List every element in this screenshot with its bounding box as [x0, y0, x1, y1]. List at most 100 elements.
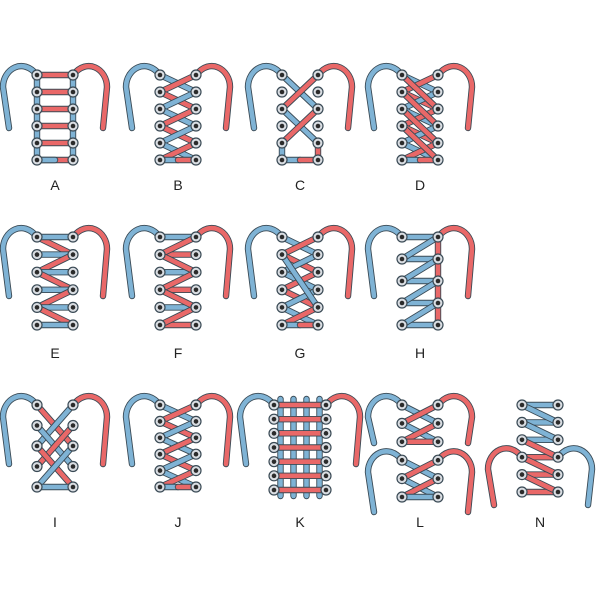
lace-cross-b — [279, 287, 321, 310]
eyelet-hole-right-2 — [555, 437, 561, 443]
eyelet-hole-left-2 — [279, 269, 285, 275]
eyelet-hole-left-5 — [279, 322, 285, 328]
lace-cross-b — [157, 106, 199, 129]
lacing-method-f: F — [122, 224, 234, 361]
lace-cross-b — [157, 419, 199, 441]
eyelet-hole-right-1 — [315, 252, 321, 257]
lacing-method-i: I — [0, 392, 111, 530]
method-label: L — [416, 514, 424, 530]
eyelet-hole-right-3 — [555, 454, 561, 460]
eyelet-hole-left-4 — [157, 140, 163, 146]
lace-end-left — [0, 63, 40, 131]
eyelet-hole-left-0 — [519, 402, 525, 408]
eyelet-hole-left-5 — [34, 322, 40, 328]
lacing-method-j: J — [122, 392, 234, 530]
eyelet-hole-right-5 — [323, 473, 329, 479]
lace-end-left — [0, 225, 40, 299]
lace-end-right — [193, 63, 233, 131]
eyelet-hole-left-4 — [157, 305, 163, 310]
method-label: C — [295, 177, 305, 193]
lace-cross-b — [157, 402, 199, 424]
eyelet-hole-right-2 — [435, 439, 441, 445]
lacing-method-b: B — [122, 62, 234, 193]
eyelet-hole-right-1 — [435, 256, 441, 262]
eyelet-hole-left-0 — [399, 72, 405, 78]
eyelet-hole-left-2 — [34, 443, 40, 449]
lace-cross-b — [157, 89, 199, 112]
lace-cross-b — [279, 252, 321, 275]
eyelet-hole-left-1 — [271, 416, 277, 422]
lace-cross-b — [399, 123, 441, 146]
eyelet-hole-left-4 — [399, 322, 405, 328]
eyelet-hole-right-2 — [193, 106, 199, 112]
eyelet-hole-left-1 — [399, 89, 405, 95]
eyelet-hole-right-5 — [435, 494, 441, 500]
eyelet-hole-right-1 — [193, 252, 199, 257]
lace-end-right — [323, 393, 363, 467]
eyelet-hole-left-1 — [34, 252, 40, 257]
lacing-method-d: D — [364, 62, 476, 193]
eyelet-hole-left-0 — [157, 72, 163, 78]
eyelet-hole-left-0 — [271, 402, 277, 408]
eyelet-hole-right-0 — [555, 402, 561, 408]
eyelet-hole-right-3 — [70, 287, 76, 293]
eyelet-hole-right-5 — [555, 489, 561, 495]
lace-cross-b — [157, 72, 199, 95]
eyelet-hole-right-5 — [315, 157, 321, 163]
lacing-method-a: A — [0, 62, 111, 193]
lace-diag — [519, 472, 561, 495]
eyelet-hole-left-3 — [34, 123, 40, 129]
lace-diag — [519, 402, 561, 425]
eyelet-hole-right-3 — [435, 300, 441, 306]
eyelet-hole-left-2 — [399, 439, 405, 445]
eyelet-hole-left-5 — [157, 484, 163, 490]
lace-bottom-cross-b — [399, 457, 441, 481]
eyelet-hole-left-2 — [34, 269, 40, 275]
eyelet-hole-left-3 — [279, 287, 285, 293]
eyelet-hole-left-3 — [279, 123, 285, 129]
eyelet-hole-right-3 — [70, 123, 76, 129]
eyelet-hole-right-2 — [315, 269, 321, 275]
lace-end-left — [485, 446, 525, 508]
lace-end-right — [435, 393, 475, 446]
eyelet-hole-left-0 — [157, 402, 163, 408]
lace-diag — [157, 269, 199, 293]
eyelet-hole-right-0 — [435, 234, 441, 240]
eyelet-hole-right-2 — [315, 106, 321, 112]
eyelet-hole-right-0 — [70, 402, 76, 408]
eyelet-hole-left-2 — [519, 437, 525, 443]
lace-diag — [519, 420, 561, 443]
lacing-method-h: H — [364, 224, 476, 361]
eyelet-hole-left-1 — [519, 420, 525, 425]
lacing-method-k: K — [236, 392, 364, 530]
lace-diag — [157, 234, 199, 257]
lace-end-left — [245, 63, 285, 131]
eyelet-hole-right-1 — [435, 89, 441, 95]
eyelet-hole-right-1 — [70, 423, 76, 428]
eyelet-hole-right-4 — [193, 305, 199, 310]
eyelet-hole-right-1 — [555, 420, 561, 425]
eyelet-hole-right-0 — [323, 402, 329, 408]
lace-end-left — [365, 449, 405, 515]
eyelet-hole-left-2 — [279, 106, 285, 112]
eyelet-hole-left-4 — [34, 305, 40, 310]
eyelet-hole-right-3 — [435, 457, 441, 463]
eyelet-hole-left-1 — [157, 419, 163, 424]
eyelet-hole-left-3 — [399, 300, 405, 306]
eyelet-hole-left-2 — [34, 106, 40, 112]
eyelet-hole-right-3 — [193, 451, 199, 457]
eyelet-hole-right-2 — [70, 106, 76, 112]
eyelet-hole-right-2 — [70, 269, 76, 275]
eyelet-hole-right-0 — [315, 72, 321, 78]
eyelet-hole-left-0 — [399, 234, 405, 240]
eyelet-hole-right-0 — [193, 402, 199, 408]
lace-end-left — [123, 63, 163, 131]
lace-end-right — [555, 446, 595, 508]
method-label: I — [53, 514, 57, 530]
lace-long-cross — [279, 252, 321, 310]
eyelet-hole-left-5 — [34, 157, 40, 163]
lace-cross-b — [279, 72, 321, 112]
eyelet-hole-right-3 — [193, 287, 199, 293]
eyelet-hole-right-4 — [70, 305, 76, 310]
